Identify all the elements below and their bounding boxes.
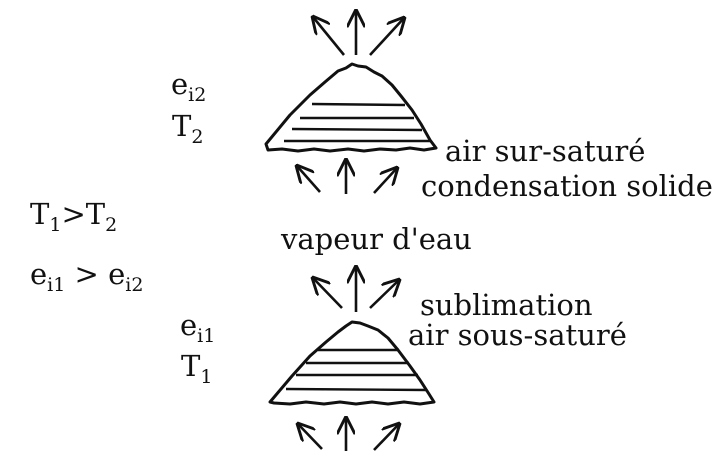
vapor-label: vapeur d'eau <box>281 225 472 254</box>
upper-ice-layer <box>312 104 405 105</box>
bottom-arrows <box>298 418 399 451</box>
lower-ice-layer <box>286 389 426 390</box>
pressure-relation: ei1 > ei2 <box>30 260 143 295</box>
arrow-up-right-icon <box>374 168 397 193</box>
upper-ice-layer <box>292 129 422 130</box>
supersaturated-label: air sur-saturé <box>445 137 645 166</box>
upper-ice-outline <box>266 64 436 151</box>
arrow-up-left-icon <box>297 166 320 192</box>
arrow-up-left-icon <box>313 278 342 308</box>
lower-temperature: T1 <box>181 352 212 387</box>
sublimation-arrows <box>313 267 399 312</box>
temperature-relation: T1>T2 <box>30 200 117 235</box>
middle-arrows <box>297 160 397 194</box>
top-arrows <box>313 11 404 55</box>
upper-ice-crystal <box>266 64 436 151</box>
arrow-up-left-icon <box>298 424 322 449</box>
subsaturated-label: air sous-saturé <box>408 321 627 350</box>
solid-condensation-label: condensation solide <box>421 172 713 201</box>
arrow-up-right-icon <box>374 424 399 450</box>
arrow-up-right-icon <box>370 18 404 55</box>
upper-vapor-pressure: ei2 <box>171 70 206 105</box>
sublimation-label: sublimation <box>420 291 593 320</box>
arrow-up-left-icon <box>313 17 344 55</box>
upper-temperature: T2 <box>172 112 203 147</box>
arrow-up-right-icon <box>370 280 399 308</box>
lower-vapor-pressure: ei1 <box>180 311 215 346</box>
